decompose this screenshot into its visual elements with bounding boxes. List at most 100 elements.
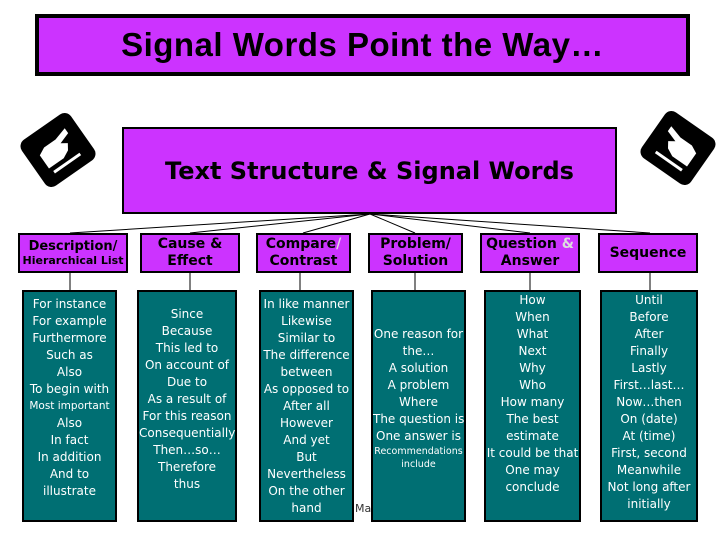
signal-word: Consequentially	[139, 426, 236, 440]
pointing-hand-icon	[640, 110, 716, 186]
category-compare-contrast: Compare/ Contrast	[256, 233, 351, 273]
signal-words-problem-solution: One reason for the… A solution A problem…	[371, 290, 466, 522]
signal-word: This led to	[155, 341, 219, 355]
category-label-line1: Problem/	[380, 236, 451, 253]
signal-word: A solution	[388, 361, 449, 375]
signal-word: As opposed to	[263, 382, 350, 396]
signal-word: In addition	[37, 450, 102, 464]
category-label-line2: Contrast	[269, 253, 338, 269]
signal-word: As a result of	[147, 392, 227, 406]
category-separator: &	[556, 236, 574, 253]
signal-word: After	[634, 327, 664, 341]
signal-word: Then…so…	[153, 443, 221, 457]
signal-word: Therefore	[158, 460, 216, 474]
signal-word: Until	[635, 293, 663, 307]
signal-word: hand	[291, 501, 322, 515]
signal-word: Next	[518, 344, 547, 358]
signal-word: illustrate	[43, 484, 96, 498]
signal-word: And to	[49, 467, 90, 481]
signal-word: First…last…	[613, 378, 685, 392]
signal-word: The difference	[263, 348, 350, 362]
signal-word: between	[280, 365, 333, 379]
category-sequence: Sequence	[598, 233, 698, 273]
signal-word: When	[515, 310, 550, 324]
title-banner: Signal Words Point the Way…	[35, 14, 690, 76]
central-topic-label: Text Structure & Signal Words	[165, 156, 574, 185]
category-separator: /	[336, 236, 342, 253]
category-label-line2: Effect	[167, 253, 213, 269]
signal-word: One reason for	[373, 327, 464, 341]
signal-word: Before	[629, 310, 669, 324]
category-label-line1: Description/	[28, 238, 118, 254]
category-problem-solution: Problem/ Solution	[368, 233, 463, 273]
signal-words-cause-effect: Since Because This led to On account of …	[137, 290, 237, 522]
signal-word: In like manner	[263, 297, 350, 311]
signal-word: Due to	[166, 375, 208, 389]
signal-words-compare-contrast: In like manner Likewise Similar to The d…	[259, 290, 354, 522]
signal-words-question-answer: How When What Next Why Who How many The …	[484, 290, 581, 522]
signal-word: Who	[519, 378, 546, 392]
signal-word: Also	[56, 365, 83, 379]
signal-word: However	[280, 416, 333, 430]
central-topic-box: Text Structure & Signal Words	[122, 127, 617, 214]
signal-word: First, second	[611, 446, 687, 460]
signal-word: The best	[506, 412, 559, 426]
signal-word: On the other	[268, 484, 345, 498]
category-label-line1: Compare	[265, 236, 337, 253]
signal-word: How many	[500, 395, 565, 409]
pointing-hand-icon	[20, 112, 96, 188]
category-label-line2: Answer	[500, 253, 560, 269]
signal-word: estimate	[506, 429, 559, 443]
signal-word: Where	[399, 395, 438, 409]
signal-word: the…	[402, 344, 435, 358]
signal-word: Meanwhile	[616, 463, 682, 477]
signal-word: Likewise	[281, 314, 332, 328]
signal-word: Finally	[629, 344, 669, 358]
footer-text: Ma	[355, 502, 372, 515]
signal-word: How	[519, 293, 546, 307]
signal-word: Similar to	[277, 331, 336, 345]
signal-word: On account of	[144, 358, 230, 372]
signal-word: Because	[161, 324, 213, 338]
signal-word: Recommendations	[374, 446, 463, 457]
signal-word: conclude	[505, 480, 560, 494]
signal-word: A problem	[387, 378, 450, 392]
signal-word: Furthermore	[32, 331, 107, 345]
category-label-line2: Solution	[382, 253, 449, 269]
signal-word: For instance	[32, 297, 107, 311]
category-label-line1: Question	[486, 236, 557, 253]
signal-word: Also	[56, 416, 83, 430]
signal-word: It could be that	[486, 446, 579, 460]
signal-word: One may	[505, 463, 560, 477]
signal-word: initially	[627, 497, 671, 511]
signal-word: What	[516, 327, 549, 341]
signal-words-sequence: Until Before After Finally Lastly First……	[600, 290, 698, 522]
signal-word: To begin with	[29, 382, 110, 396]
signal-word: And yet	[283, 433, 330, 447]
signal-word: In fact	[50, 433, 89, 447]
signal-word: Such as	[46, 348, 93, 362]
category-label-line1: Sequence	[609, 244, 687, 261]
signal-word: Now…then	[616, 395, 682, 409]
signal-word: But	[296, 450, 317, 464]
signal-word: include	[401, 459, 436, 470]
page-title: Signal Words Point the Way…	[121, 26, 604, 63]
signal-word: The question is	[373, 412, 465, 426]
category-question-answer: Question & Answer	[480, 233, 580, 273]
signal-word: Why	[519, 361, 546, 375]
signal-word: Most important	[29, 400, 110, 412]
category-label-line2: Hierarchical List	[22, 254, 124, 268]
signal-word: Not long after	[607, 480, 691, 494]
signal-word: For example	[32, 314, 107, 328]
signal-word: At (time)	[622, 429, 676, 443]
signal-word: For this reason	[142, 409, 232, 423]
signal-word: After all	[283, 399, 330, 413]
category-description: Description/ Hierarchical List	[18, 233, 128, 273]
signal-word: thus	[173, 477, 201, 491]
category-cause-effect: Cause & Effect	[140, 233, 240, 273]
signal-words-description: For instance For example Furthermore Suc…	[22, 290, 117, 522]
signal-word: Since	[170, 307, 204, 321]
signal-word: On (date)	[620, 412, 678, 426]
signal-word: One answer is	[376, 429, 461, 443]
signal-word: Lastly	[631, 361, 667, 375]
